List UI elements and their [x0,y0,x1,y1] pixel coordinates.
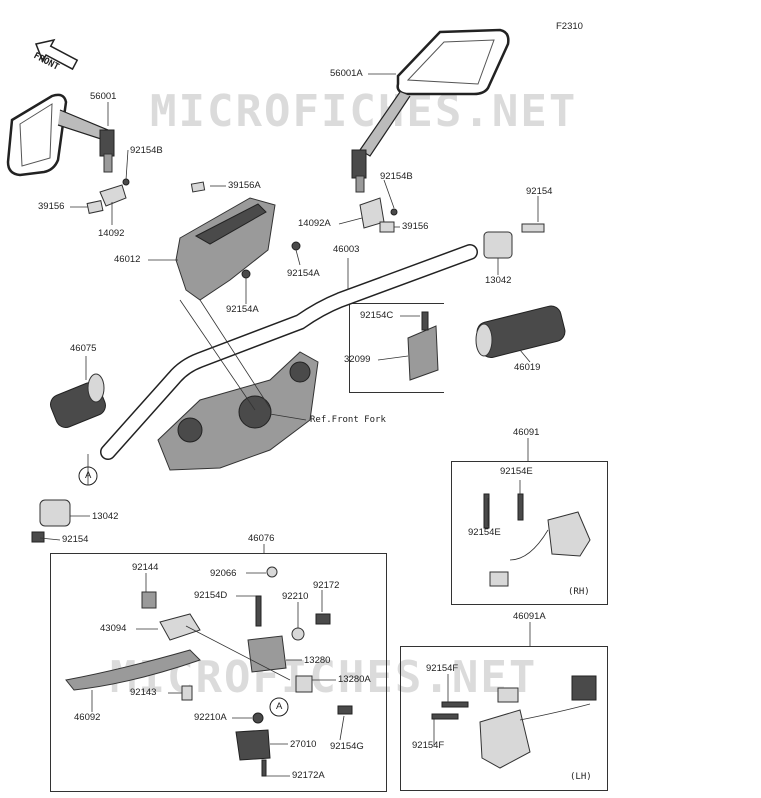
label-13280a: 13280A [338,674,371,685]
pad-39156-right-drawing [379,221,395,233]
label-13042-top: 13042 [485,275,512,286]
label-13280: 13280 [304,655,331,666]
lever-assembly-box [50,553,387,792]
label-39156-left: 39156 [38,201,65,212]
mirror-left-drawing [6,93,115,177]
callout-a-bottom: A [276,701,283,712]
label-14092: 14092 [98,228,125,239]
switch-rh-drawing [483,493,591,587]
label-92154d: 92154D [194,590,228,601]
mirror-right-drawing [351,28,510,193]
label-92154g: 92154G [330,741,364,752]
bolt-92154b-right-drawing [390,208,398,216]
label-92154a-1: 92154A [287,268,320,279]
callout-a-top: A [85,470,92,481]
bracket-32099-drawing [407,325,439,381]
label-56001a: 56001A [330,68,363,79]
switch-lh-box [400,646,608,791]
bolt-92154-top-drawing [521,223,545,233]
label-43094: 43094 [100,623,127,634]
label-14092a: 14092A [298,218,331,229]
label-92172a: 92172A [292,770,325,781]
label-92144: 92144 [132,562,159,573]
leader-lines [39,73,539,777]
label-92210a: 92210A [194,712,227,723]
label-46012: 46012 [114,254,141,265]
label-46076: 46076 [248,533,275,544]
label-32099: 32099 [344,354,371,365]
label-92154f-2: 92154F [412,740,445,751]
label-46019: 46019 [514,362,541,373]
side-rh: (RH) [568,587,590,597]
label-92172: 92172 [313,580,340,591]
label-46091: 46091 [513,427,540,438]
pad-39156-left-drawing [86,200,104,214]
weight-13042-bottom-drawing [39,499,71,527]
front-arrow-icon [34,38,79,71]
label-39156-right: 39156 [402,221,429,232]
switch-lh-drawing [431,675,597,769]
label-92154b-left: 92154B [130,145,163,156]
label-46092: 46092 [74,712,101,723]
label-92066: 92066 [210,568,237,579]
label-92154f-1: 92154F [426,663,459,674]
side-lh: (LH) [570,772,592,782]
label-13042-bottom: 13042 [92,511,119,522]
label-92143: 92143 [130,687,157,698]
upper-clamp-drawing [157,351,319,471]
label-92154a-2: 92154A [226,304,259,315]
housing-46012-drawing [175,181,301,301]
grip-46075-drawing [50,373,106,428]
label-46091a: 46091A [513,611,546,622]
bolt-92154c-drawing [421,311,429,331]
callout-a-bottom-circle [269,697,289,717]
label-46075: 46075 [70,343,97,354]
weight-13042-top-drawing [483,231,513,259]
label-56001: 56001 [90,91,117,102]
label-92154b-right: 92154B [380,171,413,182]
grip-46019-drawing [475,305,566,359]
watermark-top: MICROFICHES.NET [150,86,578,137]
label-92154c: 92154C [360,310,394,321]
label-92154-bottom: 92154 [62,534,89,545]
label-92154-top: 92154 [526,186,553,197]
label-46003: 46003 [333,244,360,255]
label-92210: 92210 [282,591,309,602]
switch-rh-box [451,461,608,605]
ref-front-fork: Ref.Front Fork [310,415,386,425]
bolt-92154-bottom-drawing [31,531,45,543]
bracket-32099-box [349,303,444,393]
bracket-14092-drawing [99,184,127,207]
label-27010: 27010 [290,739,317,750]
label-92154e-1: 92154E [500,466,533,477]
label-39156a: 39156A [228,180,261,191]
diagram-code: F2310 [556,21,583,32]
label-92154e-2: 92154E [468,527,501,538]
